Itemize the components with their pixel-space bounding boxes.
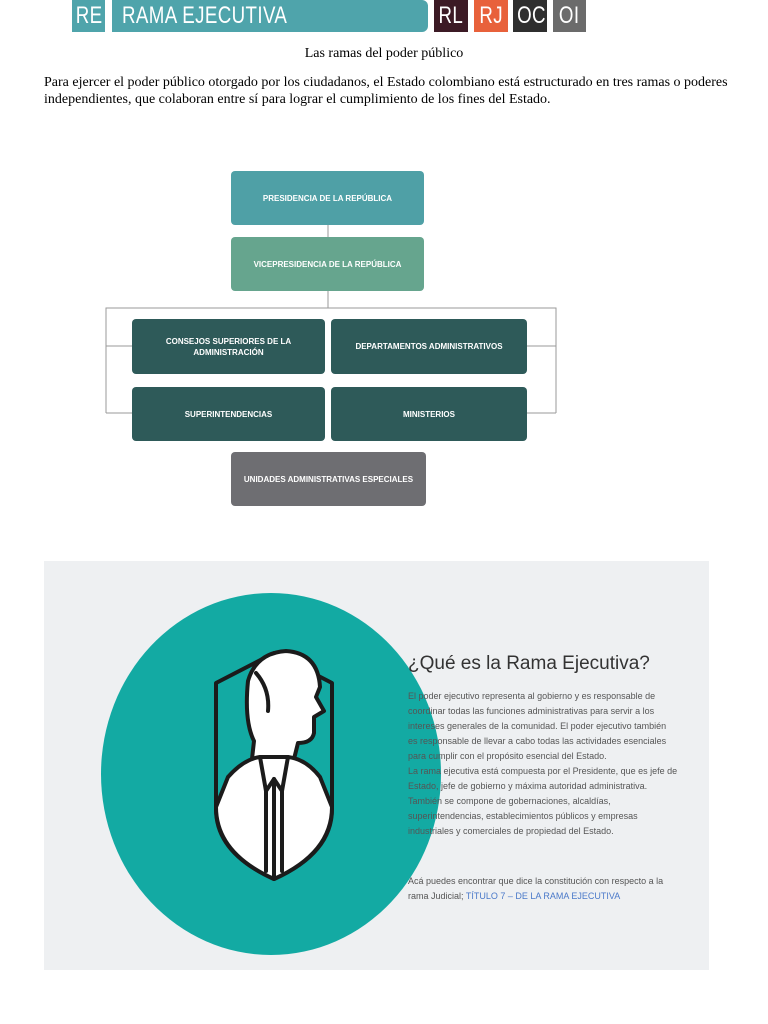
box-presidencia: PRESIDENCIA DE LA REPÚBLICA — [231, 171, 424, 225]
paragraph-3-text: Acá puedes encontrar que dice la constit… — [408, 876, 664, 901]
document-intro: Para ejercer el poder público otorgado p… — [44, 75, 728, 107]
panel-description: El poder ejecutivo representa al gobiern… — [408, 689, 678, 839]
paragraph-2: La rama ejecutiva está compuesta por el … — [408, 766, 678, 836]
tab-rl: RL — [434, 0, 468, 32]
tab-re: RE — [72, 0, 105, 32]
box-vicepresidencia: VICEPRESIDENCIA DE LA REPÚBLICA — [231, 237, 424, 291]
document-title: Las ramas del poder público — [304, 46, 464, 61]
tab-rj: RJ — [474, 0, 508, 32]
org-chart-connectors — [105, 225, 557, 414]
tab-oi: OI — [553, 0, 586, 32]
box-departamentos-administrativos: DEPARTAMENTOS ADMINISTRATIVOS — [331, 319, 527, 374]
box-superintendencias: SUPERINTENDENCIAS — [132, 387, 325, 441]
panel-heading: ¿Qué es la Rama Ejecutiva? — [408, 653, 650, 674]
info-panel: ¿Qué es la Rama Ejecutiva? El poder ejec… — [44, 561, 709, 970]
box-unidades-administrativas: UNIDADES ADMINISTRATIVAS ESPECIALES — [231, 452, 426, 506]
panel-constitution-note: Acá puedes encontrar que dice la constit… — [408, 874, 678, 904]
paragraph-1: El poder ejecutivo representa al gobiern… — [408, 691, 667, 761]
box-ministerios: MINISTERIOS — [331, 387, 527, 441]
tab-oc: OC — [513, 0, 547, 32]
box-consejos-superiores: CONSEJOS SUPERIORES DE LA ADMINISTRACIÓN — [132, 319, 325, 374]
executive-person-icon — [214, 649, 334, 881]
tab-rama-ejecutiva: RAMA EJECUTIVA — [112, 0, 428, 32]
titulo-7-link[interactable]: TÍTULO 7 – DE LA RAMA EJECUTIVA — [465, 891, 621, 901]
